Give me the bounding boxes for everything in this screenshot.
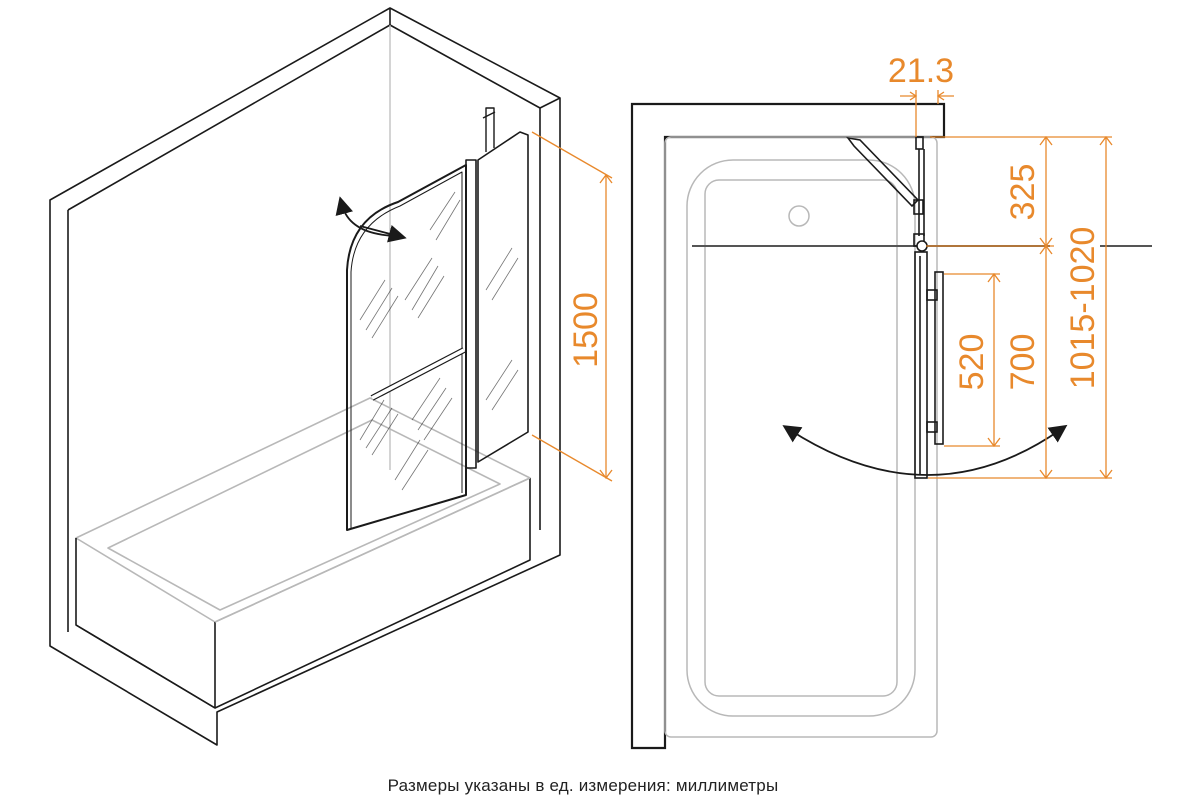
plan-profile bbox=[846, 136, 944, 479]
double-arrow-icon bbox=[782, 424, 1068, 476]
dim-hinge-label: 325 bbox=[1004, 164, 1042, 221]
plan-wall bbox=[630, 102, 946, 750]
dim-top-offset-label: 21.3 bbox=[888, 52, 954, 90]
iso-wall bbox=[49, 7, 561, 746]
dim-height bbox=[531, 131, 613, 482]
dim-swing-width-label: 700 bbox=[1004, 334, 1042, 391]
isometric-view bbox=[49, 7, 561, 746]
iso-bathtub bbox=[75, 397, 531, 709]
dim-total-width-label: 1015-1020 bbox=[1064, 227, 1102, 390]
plan-view bbox=[630, 102, 1152, 750]
dim-height-label: 1500 bbox=[567, 292, 605, 368]
curved-arrow-icon bbox=[335, 196, 407, 243]
plan-dimensions bbox=[900, 90, 1113, 480]
dim-handle-label: 520 bbox=[953, 334, 991, 391]
units-caption: Размеры указаны в ед. измерения: миллиме… bbox=[387, 776, 779, 795]
iso-shower-screen bbox=[346, 107, 529, 531]
